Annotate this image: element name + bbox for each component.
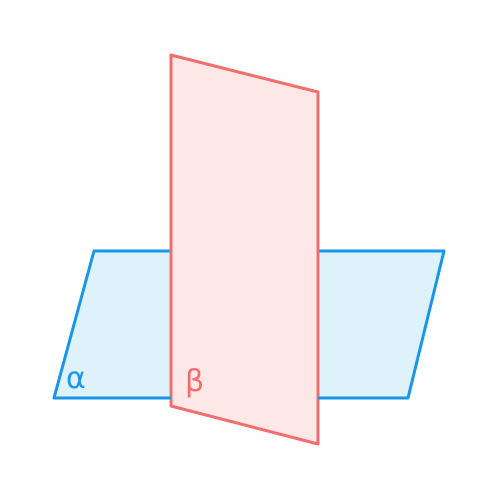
plane-alpha-label: α	[66, 361, 86, 396]
plane-beta	[169, 53, 320, 446]
plane-beta-label: β	[185, 364, 204, 399]
